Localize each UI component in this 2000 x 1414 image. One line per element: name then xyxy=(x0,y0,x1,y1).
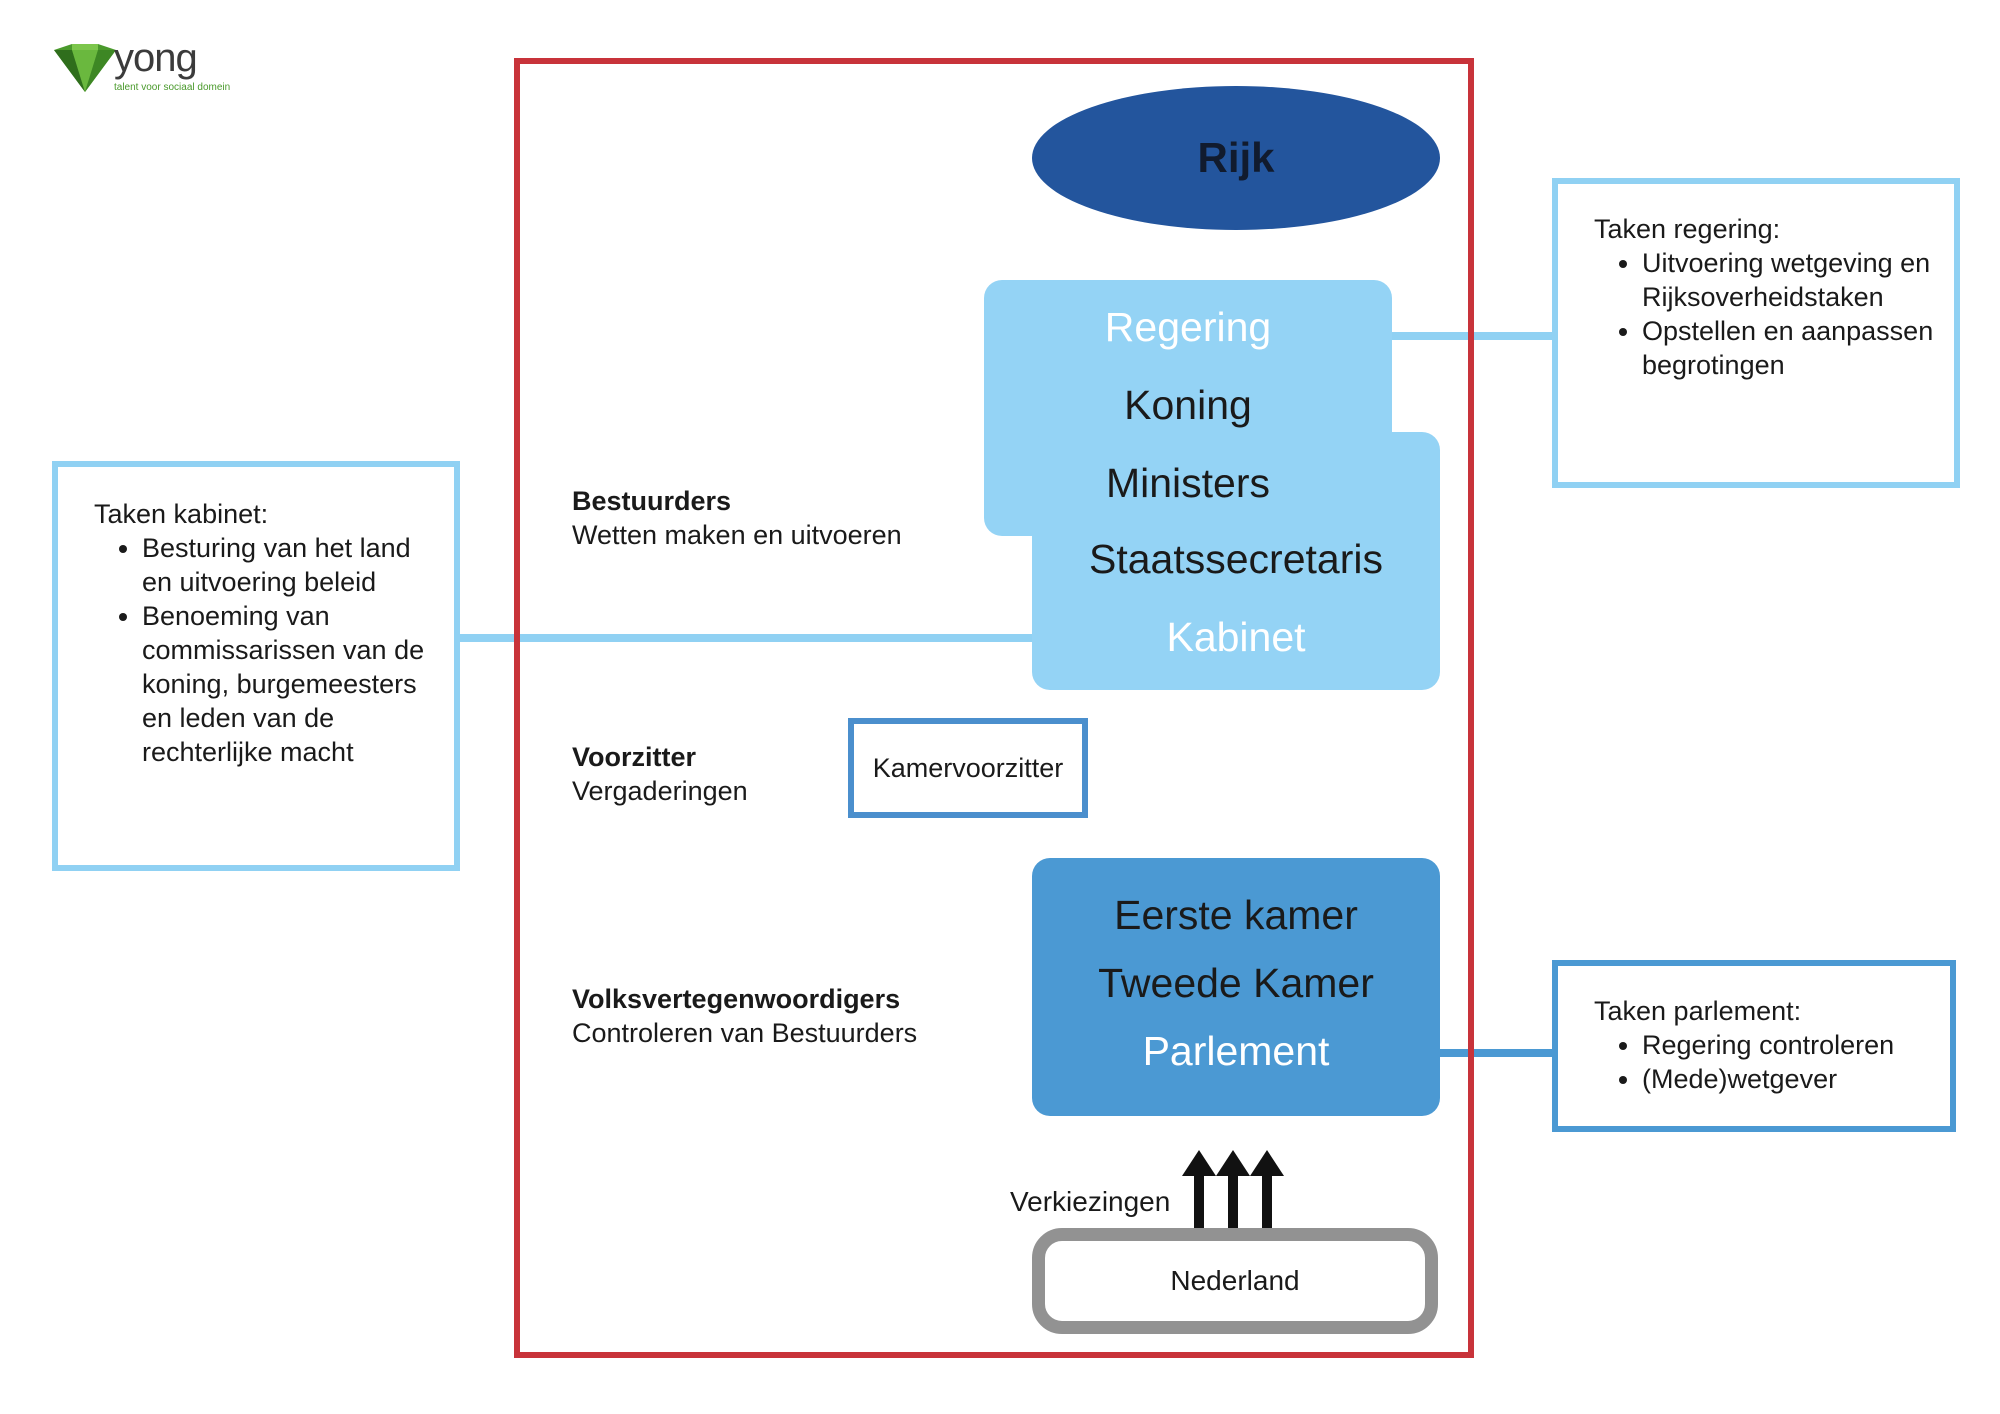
info-list: Besturing van het land en uitvoering bel… xyxy=(94,531,430,769)
info-title: Taken regering: xyxy=(1594,214,1781,244)
list-item: Regering controleren xyxy=(1642,1028,1930,1062)
info-title: Taken parlement: xyxy=(1594,996,1802,1026)
role-desc: Controleren van Bestuurders xyxy=(572,1018,918,1048)
verkiezingen-label: Verkiezingen xyxy=(1010,1186,1171,1217)
logo-word: yong xyxy=(114,36,198,80)
connector-kabinet xyxy=(460,634,1040,642)
main-frame xyxy=(514,58,1474,1358)
role-volksvertegenwoordigers: Volksvertegenwoordigers Controleren van … xyxy=(572,982,917,1050)
koning-label: Koning xyxy=(1124,382,1252,428)
role-title: Voorzitter xyxy=(572,742,697,772)
election-arrows-icon xyxy=(1182,1150,1284,1230)
rijk-ellipse: Rijk xyxy=(1032,86,1440,230)
yong-logo: yong talent voor sociaal domein xyxy=(52,36,230,98)
info-box-regering: Taken regering: Uitvoering wetgeving en … xyxy=(1552,178,1960,488)
kamervoorzitter-box: Kamervoorzitter xyxy=(848,718,1088,818)
nederland-box: Nederland xyxy=(1032,1228,1438,1334)
logo-tagline: talent voor sociaal domein xyxy=(114,82,231,93)
kabinet-label: Kabinet xyxy=(1166,614,1306,660)
regering-stack: Regering Koning Ministers Staatssecretar… xyxy=(984,280,1440,690)
eerste-kamer-label: Eerste kamer xyxy=(1114,892,1358,938)
list-item: Benoeming van commissarissen van de koni… xyxy=(142,599,430,769)
info-box-parlement: Taken parlement: Regering controleren (M… xyxy=(1552,960,1956,1132)
role-title: Volksvertegenwoordigers xyxy=(572,984,901,1014)
parlement-box: Eerste kamer Tweede Kamer Parlement xyxy=(1032,858,1440,1116)
list-item: (Mede)wetgever xyxy=(1642,1062,1930,1096)
ministers-label: Ministers xyxy=(1105,460,1271,506)
parlement-label: Parlement xyxy=(1142,1028,1330,1074)
connector-parlement xyxy=(1434,1049,1556,1057)
info-title: Taken kabinet: xyxy=(94,499,269,529)
list-item: Uitvoering wetgeving en Rijksoverheidsta… xyxy=(1642,246,1934,314)
list-item: Besturing van het land en uitvoering bel… xyxy=(142,531,430,599)
staatssecretaris-label: Staatssecretaris xyxy=(1089,536,1383,582)
role-desc: Vergaderingen xyxy=(572,776,748,806)
tweede-kamer-label: Tweede Kamer xyxy=(1098,960,1374,1006)
role-title: Bestuurders xyxy=(572,486,732,516)
info-list: Uitvoering wetgeving en Rijksoverheidsta… xyxy=(1594,246,1934,382)
regering-label: Regering xyxy=(1104,304,1272,350)
info-box-kabinet: Taken kabinet: Besturing van het land en… xyxy=(52,461,460,871)
role-desc: Wetten maken en uitvoeren xyxy=(572,520,902,550)
role-voorzitter: Voorzitter Vergaderingen xyxy=(572,740,748,808)
gem-icon xyxy=(54,44,116,92)
info-list: Regering controleren (Mede)wetgever xyxy=(1594,1028,1930,1096)
kabinet-shape xyxy=(1032,432,1440,690)
role-bestuurders: Bestuurders Wetten maken en uitvoeren xyxy=(572,484,902,552)
list-item: Opstellen en aanpassen begrotingen xyxy=(1642,314,1934,382)
